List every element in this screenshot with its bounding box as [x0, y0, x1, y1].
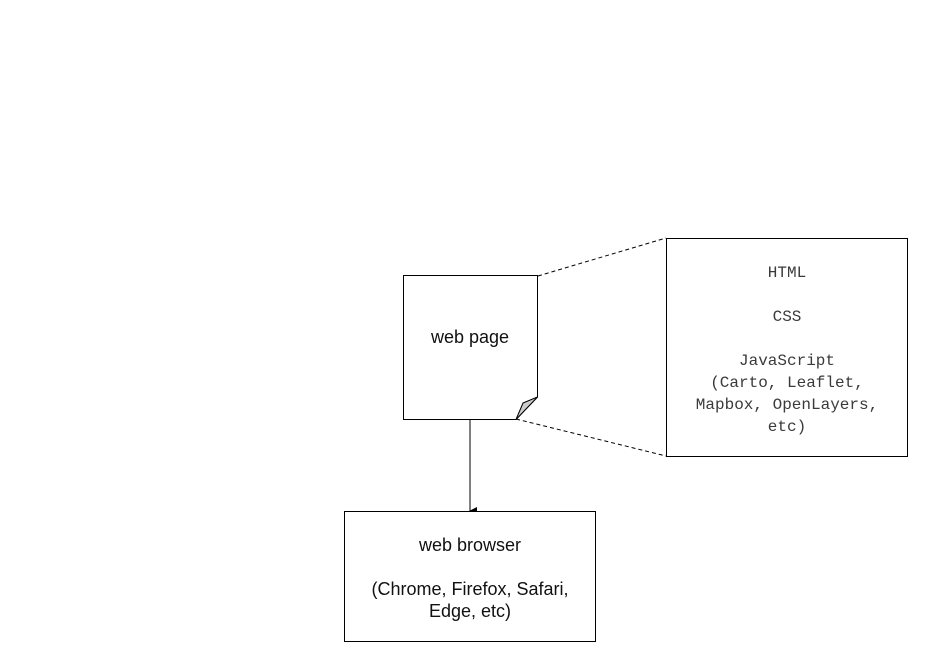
technologies-node: HTML CSS JavaScript (Carto, Leaflet, Map… [666, 238, 908, 457]
html-label: HTML [768, 264, 806, 282]
web-page-label: web page [430, 327, 509, 347]
web-browser-node: web browser (Chrome, Firefox, Safari, Ed… [344, 511, 596, 642]
libraries-line-1: (Carto, Leaflet, [710, 374, 864, 392]
libraries-line-2: Mapbox, OpenLayers, [696, 396, 878, 414]
browser-examples-line-1: (Chrome, Firefox, Safari, [371, 579, 568, 599]
technologies-box [666, 238, 908, 457]
web-page-document-icon [403, 275, 538, 420]
libraries-line-3: etc) [768, 418, 806, 436]
web-page-node: web page [403, 275, 538, 420]
javascript-label: JavaScript [739, 352, 835, 370]
callout-line-bottom [515, 418, 667, 457]
browser-examples-line-2: Edge, etc) [429, 601, 511, 621]
web-browser-box [344, 511, 596, 642]
web-browser-label: web browser [418, 535, 521, 555]
css-label: CSS [773, 308, 802, 326]
callout-line-top [537, 237, 667, 277]
folded-corner-icon [515, 396, 538, 420]
